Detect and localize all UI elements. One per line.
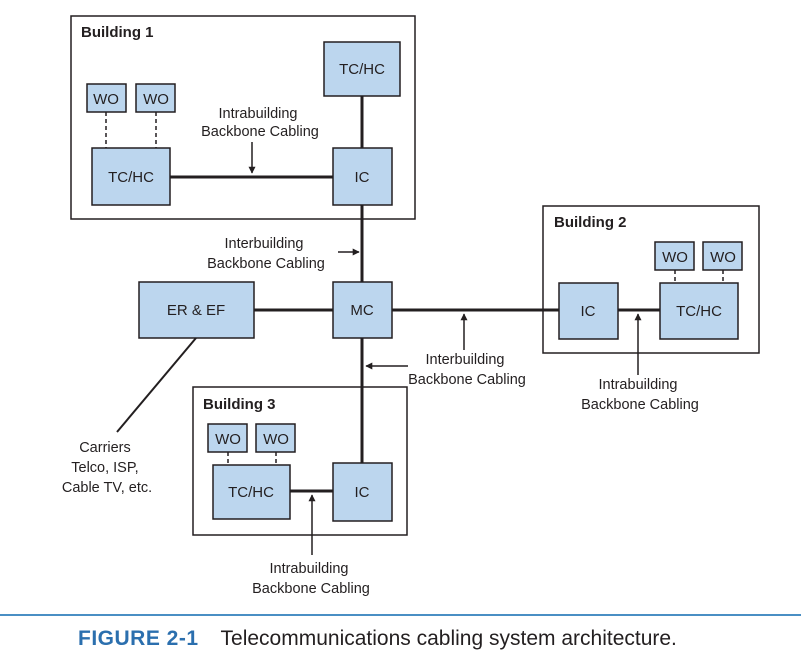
node-labels: TC/HC TC/HC IC MC ER & EF IC TC/HC TC/HC… [108, 61, 722, 501]
tchc-b3-box [212, 464, 291, 520]
figure-number: FIGURE 2-1 [78, 627, 199, 650]
annotation-line: Interbuilding [224, 236, 303, 252]
ic-b2-label: IC [581, 303, 596, 320]
ic-b3-box [332, 462, 393, 522]
annotation-line: Backbone Cabling [201, 124, 319, 140]
annotation-line: Telco, ISP, [71, 460, 138, 476]
mc-label: MC [350, 302, 373, 319]
annotation-line: Intrabuilding [269, 561, 348, 577]
carriers-line [116, 337, 197, 433]
annotation-line: Backbone Cabling [207, 256, 325, 272]
mc-box [332, 281, 393, 339]
annotation-arrows [116, 142, 642, 555]
wo-box [654, 241, 695, 271]
wo-box [255, 423, 296, 453]
building-3-outline [192, 386, 408, 536]
wo-label: WO [215, 431, 241, 448]
caption-text: Telecommunications cabling system archit… [220, 627, 677, 650]
wo-box [135, 83, 176, 113]
ic-b3-label: IC [355, 484, 370, 501]
annotation-line: Interbuilding [425, 352, 504, 368]
wo-box [207, 423, 248, 453]
caption-text-row: FIGURE 2-1 Telecommunications cabling sys… [78, 627, 677, 651]
wo-label: WO [263, 431, 289, 448]
annotation-line: Intrabuilding [598, 377, 677, 393]
wo-labels: WO WO WO WO WO WO [93, 91, 736, 448]
building-1-outline [70, 15, 416, 220]
tchc-top-label: TC/HC [339, 61, 385, 78]
annotation-intrabuilding-b3: Intrabuilding Backbone Cabling [252, 561, 370, 597]
building-1-title: Building 1 [81, 24, 154, 41]
annotation-carriers: Carriers Telco, ISP, Cable TV, etc. [62, 440, 152, 496]
figure-caption: FIGURE 2-1 Telecommunications cabling sys… [0, 614, 801, 672]
work-outlets [86, 83, 743, 453]
outlet-links [105, 112, 724, 465]
annotation-line: Carriers [79, 440, 131, 456]
building-2-outline [542, 205, 760, 354]
wo-label: WO [143, 91, 169, 108]
wo-box [86, 83, 127, 113]
backbone-cables [170, 96, 660, 493]
nodes [91, 41, 739, 522]
annotation-interbuilding-top: Interbuilding Backbone Cabling [207, 236, 325, 272]
annotation-line: Intrabuilding [218, 106, 297, 122]
tchc-b2-box [659, 282, 739, 340]
ic-b1-label: IC [355, 169, 370, 186]
tchc-b3-label: TC/HC [228, 484, 274, 501]
er-ef-box [138, 281, 255, 339]
building-2-title: Building 2 [554, 214, 627, 231]
annotation-intrabuilding-b1: Intrabuilding Backbone Cabling [201, 106, 319, 140]
annotation-line: Backbone Cabling [581, 397, 699, 413]
annotation-interbuilding-right: Interbuilding Backbone Cabling [408, 352, 526, 388]
wo-box [702, 241, 743, 271]
annotation-line: Backbone Cabling [252, 581, 370, 597]
er-ef-label: ER & EF [167, 302, 225, 319]
ic-b1-box [332, 147, 393, 206]
ic-b2-box [558, 282, 619, 340]
wo-label: WO [662, 249, 688, 266]
annotation-line: Cable TV, etc. [62, 480, 152, 496]
tchc-b1-box [91, 147, 171, 206]
cabling-architecture-diagram: Building 1 Building 2 Building 3 TC/HC [62, 15, 760, 597]
building-3-title: Building 3 [203, 396, 276, 413]
wo-label: WO [710, 249, 736, 266]
tchc-b1-label: TC/HC [108, 169, 154, 186]
wo-label: WO [93, 91, 119, 108]
annotation-intrabuilding-b2: Intrabuilding Backbone Cabling [581, 377, 699, 413]
annotation-line: Backbone Cabling [408, 372, 526, 388]
tchc-b2-label: TC/HC [676, 303, 722, 320]
tchc-top-box [323, 41, 401, 97]
